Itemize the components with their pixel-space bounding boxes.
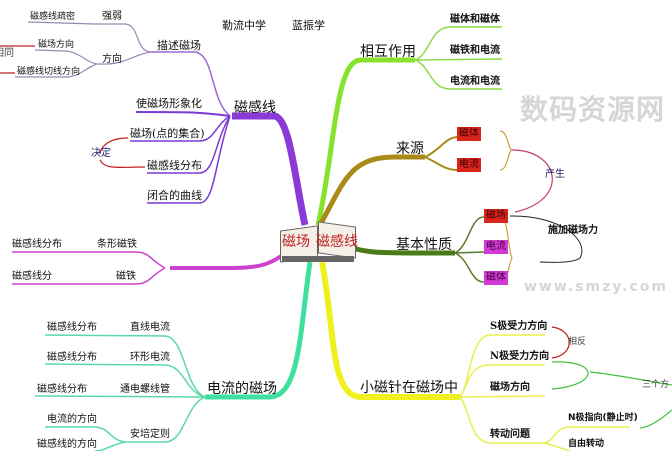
property-magnet-box: 磁体 <box>484 271 508 285</box>
node-visualize: 使磁场形象化 <box>136 97 202 110</box>
branch-needle <box>319 261 460 400</box>
node-property: 基本性质 <box>396 237 452 253</box>
note-three: 三个方 <box>642 380 670 390</box>
center-left-title: 磁场 <box>282 234 310 250</box>
school-name: 勒流中学 <box>222 19 266 32</box>
center-right-title: 磁感线 <box>316 234 358 250</box>
node-field-direction: 磁场方向 <box>38 40 75 50</box>
node-free-rotation: 自由转动 <box>568 439 605 449</box>
node-distribution: 磁感线分布 <box>37 384 87 395</box>
watermark-url: www.smzy.com <box>524 279 668 295</box>
node-distribution: 磁感线分布 <box>12 239 62 250</box>
author-name: 蓝振学 <box>292 19 325 32</box>
note-opposite: 相反 <box>568 337 587 347</box>
node-magnet-magnet: 磁体和磁体 <box>450 14 500 25</box>
node-magnet: 磁铁 <box>116 271 136 282</box>
node-line-direction: 磁感线的方向 <box>37 439 97 450</box>
node-distribution: 磁感线分 <box>12 271 52 282</box>
node-tangent-direction: 磁感线切线方向 <box>17 67 81 77</box>
node-s-force: S极受力方向 <box>490 321 548 332</box>
branch-source <box>317 154 425 227</box>
property-current-box: 电流 <box>484 240 508 254</box>
watermark-title: 数码资源网 <box>520 93 666 126</box>
node-direction: 方向 <box>102 54 122 65</box>
node-closed-curve: 闭合的曲线 <box>147 189 202 202</box>
source-magnet-box: 磁体 <box>457 127 481 141</box>
node-current-field: 电流的磁场 <box>207 381 277 397</box>
node-current-direction: 电流的方向 <box>47 414 97 425</box>
node-same: 相同 <box>0 48 14 59</box>
node-solenoid: 通电螺线管 <box>120 384 170 395</box>
branch-describe <box>150 51 231 117</box>
node-ring-current: 环形电流 <box>130 352 170 363</box>
node-source: 来源 <box>396 141 424 157</box>
node-field-direction: 磁场方向 <box>490 382 530 393</box>
note-decide: 决定 <box>91 148 111 159</box>
node-distribution: 磁感线分布 <box>47 352 97 363</box>
node-needle: 小磁针在磁场中 <box>360 380 458 396</box>
node-rotation: 转动问题 <box>490 429 530 440</box>
note-apply-force: 施加磁场力 <box>548 225 598 236</box>
node-strength-detail: 磁感线疏密 <box>30 12 76 22</box>
source-current-box: 电流 <box>457 158 481 172</box>
node-magnetic-lines: 磁感线 <box>234 100 276 116</box>
node-describe-field: 描述磁场 <box>157 39 201 52</box>
node-field-points: 磁场(点的集合) <box>130 127 205 140</box>
branch-magnetic-lines <box>232 112 309 226</box>
branch-current-field <box>205 261 313 400</box>
node-current-current: 电流和电流 <box>450 76 500 87</box>
node-straight-current: 直线电流 <box>130 322 170 333</box>
node-n-force: N极受力方向 <box>490 351 550 362</box>
note-produce: 产生 <box>545 169 565 180</box>
decide-arrows <box>99 137 146 169</box>
node-magnet-current: 磁铁和电流 <box>450 45 500 56</box>
book-icon <box>280 221 356 266</box>
branch-strength <box>27 21 151 53</box>
branch-interaction <box>315 57 415 226</box>
property-field-box: 磁场 <box>484 209 508 223</box>
node-n-pointing: N极指向(静止时) <box>568 413 638 423</box>
node-ampere-rule: 安培定则 <box>130 429 170 440</box>
node-distribution: 磁感线分布 <box>147 159 202 172</box>
branch-direction <box>15 49 151 78</box>
node-bar-magnet: 条形磁铁 <box>97 239 137 250</box>
node-strength: 强弱 <box>102 11 122 22</box>
node-distribution: 磁感线分布 <box>47 322 97 333</box>
branch-common-fields <box>170 248 292 270</box>
node-interaction: 相互作用 <box>360 44 416 60</box>
